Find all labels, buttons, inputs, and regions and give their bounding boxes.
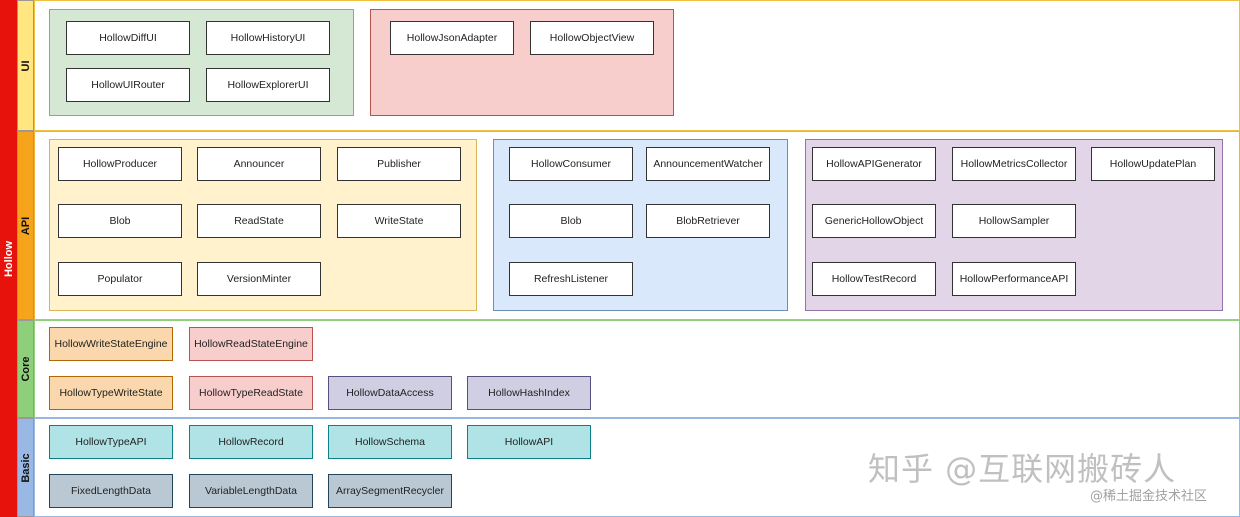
layer-label-core: Core	[19, 356, 32, 382]
module-hollow-schema: HollowSchema	[328, 425, 452, 459]
module-hollow-read-state-engine: HollowReadStateEngine	[189, 327, 313, 361]
module-refresh-listener: RefreshListener	[509, 262, 633, 296]
module-hollow-type-read-state: HollowTypeReadState	[189, 376, 313, 410]
module-variable-length-data: VariableLengthData	[189, 474, 313, 508]
module-hollow-explorer-ui: HollowExplorerUI	[206, 68, 330, 102]
module-generic-hollow-object: GenericHollowObject	[812, 204, 936, 238]
module-hollow-api-generator: HollowAPIGenerator	[812, 147, 936, 181]
layer-strip-basic: Basic	[17, 418, 34, 517]
layer-strip-api: API	[17, 131, 34, 320]
layer-label-api: API	[19, 216, 32, 235]
module-hollow-consumer: HollowConsumer	[509, 147, 633, 181]
module-blob-producer: Blob	[58, 204, 182, 238]
module-hollow-type-api: HollowTypeAPI	[49, 425, 173, 459]
module-hollow-record: HollowRecord	[189, 425, 313, 459]
layer-strip-ui: UI	[17, 0, 34, 131]
module-array-segment-recycler: ArraySegmentRecycler	[328, 474, 452, 508]
watermark-sub: @稀土掘金技术社区	[1090, 489, 1208, 504]
module-announcer: Announcer	[197, 147, 321, 181]
module-hollow-type-write-state: HollowTypeWriteState	[49, 376, 173, 410]
layer-strip-core: Core	[17, 320, 34, 418]
module-announcement-watcher: AnnouncementWatcher	[646, 147, 770, 181]
layer-label-basic: Basic	[19, 452, 32, 483]
module-fixed-length-data: FixedLengthData	[49, 474, 173, 508]
module-hollow-data-access: HollowDataAccess	[328, 376, 452, 410]
module-blob-consumer: Blob	[509, 204, 633, 238]
hollow-label: Hollow	[2, 240, 15, 277]
module-hollow-producer: HollowProducer	[58, 147, 182, 181]
module-hollow-metrics-collector: HollowMetricsCollector	[952, 147, 1076, 181]
module-write-state: WriteState	[337, 204, 461, 238]
module-hollow-object-view: HollowObjectView	[530, 21, 654, 55]
module-hollow-history-ui: HollowHistoryUI	[206, 21, 330, 55]
module-hollow-performance-api: HollowPerformanceAPI	[952, 262, 1076, 296]
module-hollow-test-record: HollowTestRecord	[812, 262, 936, 296]
module-version-minter: VersionMinter	[197, 262, 321, 296]
module-publisher: Publisher	[337, 147, 461, 181]
module-hollow-ui-router: HollowUIRouter	[66, 68, 190, 102]
module-hollow-api: HollowAPI	[467, 425, 591, 459]
module-hollow-diff-ui: HollowDiffUI	[66, 21, 190, 55]
module-hollow-hash-index: HollowHashIndex	[467, 376, 591, 410]
layer-label-ui: UI	[19, 60, 32, 71]
module-hollow-update-plan: HollowUpdatePlan	[1091, 147, 1215, 181]
module-read-state: ReadState	[197, 204, 321, 238]
module-populator: Populator	[58, 262, 182, 296]
module-blob-retriever: BlobRetriever	[646, 204, 770, 238]
module-hollow-json-adapter: HollowJsonAdapter	[390, 21, 514, 55]
module-hollow-write-state-engine: HollowWriteStateEngine	[49, 327, 173, 361]
module-hollow-sampler: HollowSampler	[952, 204, 1076, 238]
hollow-bar: Hollow	[0, 0, 17, 517]
watermark-main: 知乎 @互联网搬砖人	[868, 450, 1177, 488]
